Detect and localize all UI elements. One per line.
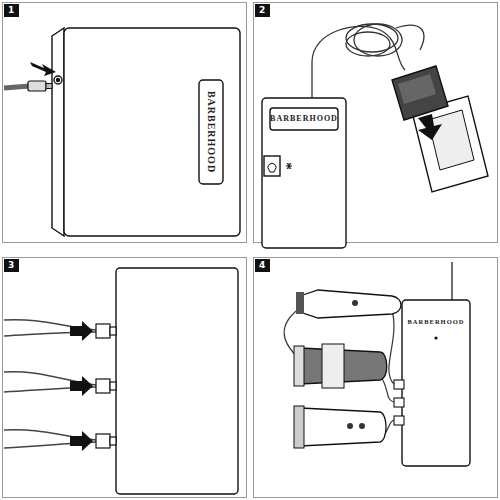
brand-name: BARBERHOOD [270,115,338,123]
step-number: 3 [8,261,15,270]
power-plug [4,62,56,91]
hair-clipper [294,406,386,448]
charging-leads [4,320,116,451]
step-number: 1 [8,6,15,15]
trimmer [296,290,401,318]
step-badge: 3 [4,259,19,272]
charging-station [116,268,238,494]
brand-name: BARBERHOOD [206,91,216,173]
power-adapter [392,66,448,140]
step-number: 2 [259,6,266,15]
panel-frame [3,258,247,498]
step-number: 4 [259,261,266,270]
charging-station [262,98,346,248]
charging-station [394,262,470,466]
step-badge: 1 [4,4,19,17]
panel-frame [254,258,498,498]
step-badge: 4 [255,259,270,272]
brand-name: BARBERHOOD [408,319,465,326]
charging-station [52,28,240,236]
step-badge: 2 [255,4,270,17]
hair-clipper [294,344,387,388]
panel-frame [3,3,247,243]
